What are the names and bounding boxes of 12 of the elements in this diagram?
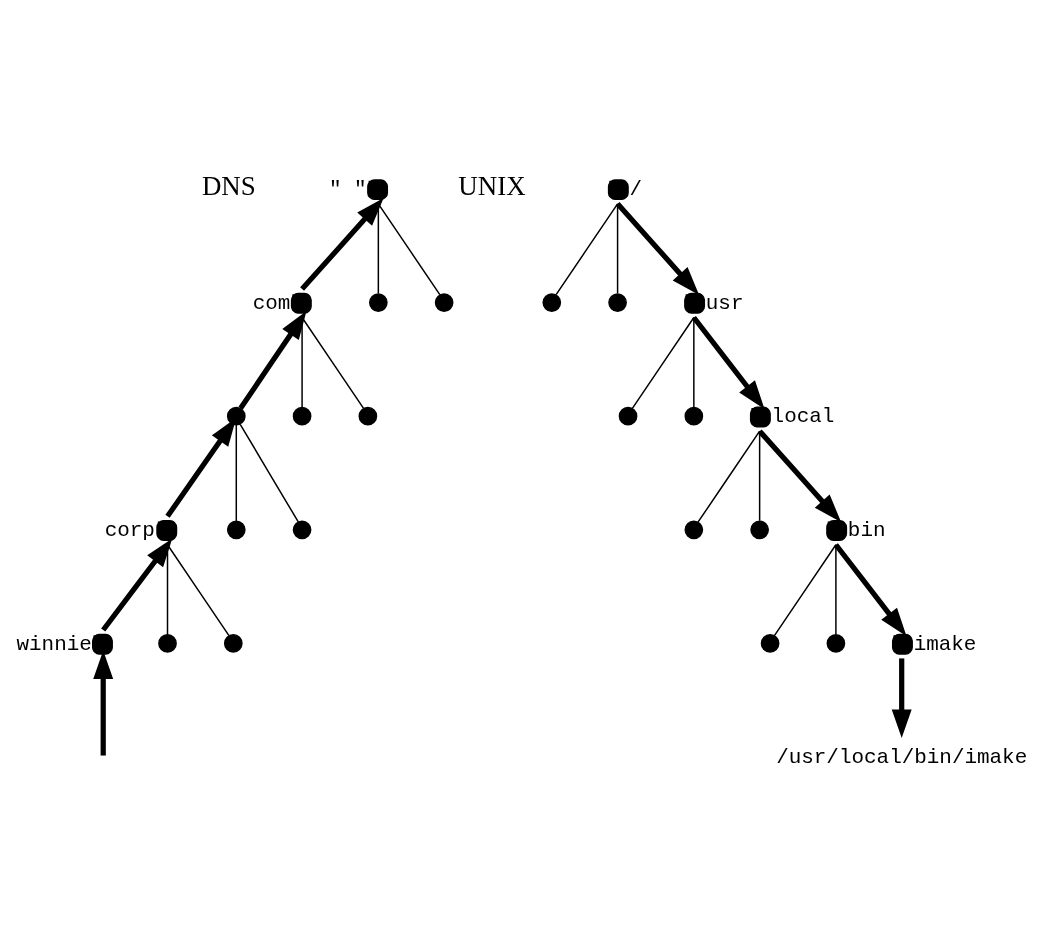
label: UNIX [458,171,526,202]
node-text: /usr/local/bin/imake [776,745,1028,769]
node-label: usr [705,291,744,315]
node-label: winnie [16,632,92,656]
label: DNS [201,171,256,202]
node-label: com [252,291,291,315]
node-label: " " [329,178,367,202]
node-label: local [771,405,835,429]
node-label: / [629,178,643,202]
node-label: bin [847,519,886,543]
node-label: corp [104,519,155,543]
node-label: imake [913,632,977,656]
